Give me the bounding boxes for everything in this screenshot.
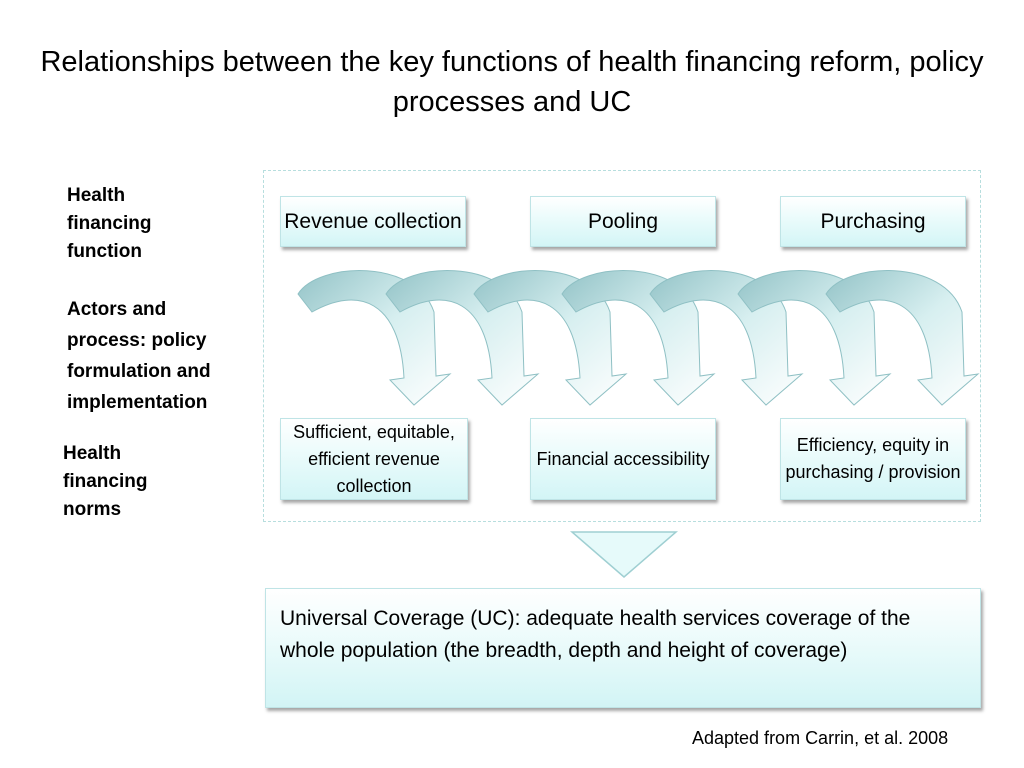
norm-box-revenue-collection: Sufficient, equitable, efficient revenue… xyxy=(280,418,468,500)
norm-box-financial-accessibility: Financial accessibility xyxy=(530,418,716,500)
universal-coverage-box: Universal Coverage (UC): adequate health… xyxy=(265,588,981,708)
function-box-revenue-collection: Revenue collection xyxy=(280,196,466,247)
label-actors-and-process: Actors and process: policy formulation a… xyxy=(67,299,211,413)
source-citation: Adapted from Carrin, et al. 2008 xyxy=(692,728,949,748)
functions-frame xyxy=(263,170,981,522)
label-health-financing-norms: Health financing norms xyxy=(63,443,148,520)
down-triangle-arrow xyxy=(569,531,679,578)
norm-box-efficiency-equity: Efficiency, equity in purchasing / provi… xyxy=(780,418,966,500)
curved-arrow-7 xyxy=(825,270,980,406)
function-box-purchasing: Purchasing xyxy=(780,196,966,247)
label-health-financing-function: Health financing function xyxy=(67,185,152,262)
function-box-pooling: Pooling xyxy=(530,196,716,247)
diagram-title: Relationships between the key functions … xyxy=(40,46,984,118)
